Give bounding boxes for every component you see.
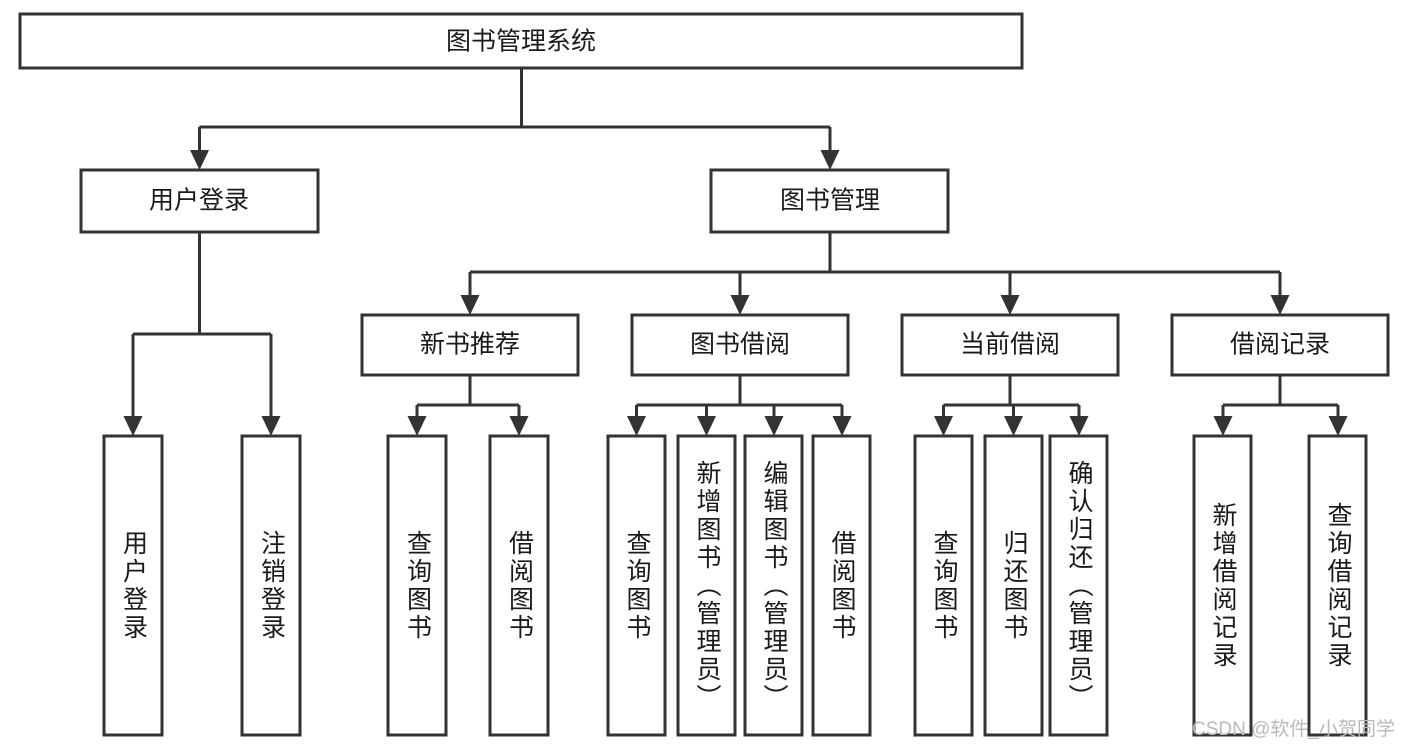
arrowhead-leaf-confirm-return [1069, 416, 1089, 436]
node-borrow-record-label: 借阅记录 [1230, 331, 1330, 359]
arrowhead-borrow-record [1270, 295, 1290, 315]
connector-group-book-borrow [627, 375, 852, 436]
node-leaf-query-book-2[interactable] [606, 434, 667, 737]
node-new-book-rec[interactable] [360, 313, 580, 377]
node-borrow-record[interactable] [1170, 313, 1390, 377]
arrowhead-leaf-user-login [123, 416, 143, 436]
node-book-manage-label: 图书管理 [780, 187, 880, 215]
node-current-borrow[interactable] [900, 313, 1120, 377]
connector-group-user-login [123, 232, 281, 436]
arrowhead-new-book-rec [460, 295, 480, 315]
arrowhead-leaf-edit-book [764, 416, 784, 436]
arrowhead-book-manage [820, 150, 840, 170]
connector-group-borrow-record [1213, 375, 1348, 436]
arrowhead-leaf-borrow-book-2 [832, 416, 852, 436]
node-user-login-label: 用户登录 [149, 187, 249, 215]
arrowhead-user-login [190, 150, 209, 170]
watermark-text: CSDN @软件_小贺同学 [1192, 719, 1395, 740]
arrowhead-book-borrow [730, 295, 750, 315]
arrowhead-leaf-logout [261, 416, 281, 436]
node-root-label: 图书管理系统 [446, 28, 596, 56]
connector-group-current-borrow [934, 375, 1089, 436]
node-leaf-query-record[interactable] [1307, 434, 1368, 737]
node-user-login[interactable] [79, 168, 320, 234]
node-book-borrow-label: 图书借阅 [690, 331, 790, 359]
arrowhead-leaf-query-record [1328, 416, 1348, 436]
arrowhead-leaf-query-book-2 [627, 416, 646, 436]
node-book-manage[interactable] [709, 168, 950, 234]
arrowhead-leaf-query-book-3 [934, 416, 953, 436]
node-leaf-query-book-3[interactable] [913, 434, 974, 737]
node-leaf-return-book[interactable] [983, 434, 1044, 737]
connector-group-new-book-rec [407, 375, 529, 436]
node-new-book-rec-label: 新书推荐 [420, 331, 520, 359]
arrowhead-leaf-add-book [697, 416, 716, 436]
node-leaf-confirm-return[interactable] [1048, 434, 1109, 737]
connector-group-root [190, 68, 840, 170]
connector-group-book-manage [460, 232, 1290, 315]
node-book-borrow[interactable] [630, 313, 850, 377]
arrowhead-leaf-add-record [1213, 416, 1233, 436]
node-leaf-logout[interactable] [240, 434, 302, 737]
node-leaf-add-book[interactable] [676, 434, 737, 737]
arrowhead-leaf-query-book-1 [407, 416, 427, 436]
node-leaf-add-record[interactable] [1192, 434, 1253, 737]
arrowhead-leaf-borrow-book-1 [509, 416, 529, 436]
node-root[interactable] [18, 12, 1024, 70]
node-leaf-borrow-book-1[interactable] [488, 434, 550, 737]
node-leaf-query-book-1[interactable] [386, 434, 448, 737]
arrowhead-leaf-return-book [1004, 416, 1023, 436]
node-leaf-edit-book[interactable] [743, 434, 804, 737]
arrowhead-current-borrow [1000, 295, 1020, 315]
node-leaf-borrow-book-2[interactable] [811, 434, 872, 737]
node-current-borrow-label: 当前借阅 [960, 331, 1060, 359]
node-leaf-user-login[interactable] [102, 434, 164, 737]
